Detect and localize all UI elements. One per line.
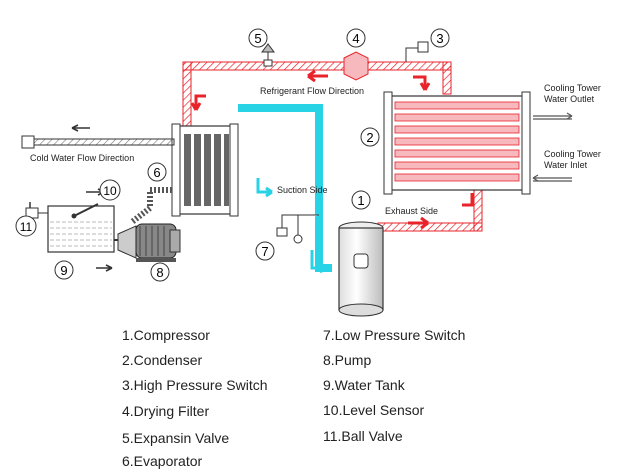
pump: [117, 223, 181, 262]
tower-outlet-label-2: Water Outlet: [544, 94, 595, 104]
diagram-labels: Refrigerant Flow Direction Cold Water Fl…: [30, 83, 601, 216]
legend-item: 9.Water Tank: [323, 377, 405, 393]
water-tank: [47, 188, 115, 253]
compressor: [338, 221, 384, 317]
legend-item: 4.Drying Filter: [122, 403, 210, 419]
pump-supply-pipe: [130, 187, 172, 225]
refrigerant-flow-label: Refrigerant Flow Direction: [260, 86, 364, 96]
callout-2: 2: [360, 127, 380, 147]
callout-1: 1: [351, 190, 371, 210]
svg-text:1: 1: [357, 193, 364, 208]
high-pressure-switch: [405, 41, 429, 62]
legend-item: 5.Expansin Valve: [122, 430, 230, 446]
expansion-valve: [261, 43, 275, 67]
callout-6: 6: [147, 162, 167, 182]
tower-inlet-label-2: Water Inlet: [544, 160, 588, 170]
legend-item: 2.Condenser: [122, 352, 203, 368]
legend-item: 8.Pump: [323, 352, 372, 368]
exhaust-side-label: Exhaust Side: [385, 206, 438, 216]
svg-text:3: 3: [436, 31, 443, 46]
legend-item: 3.High Pressure Switch: [122, 377, 268, 393]
callout-4: 4: [346, 28, 366, 48]
legend-item: 11.Ball Valve: [323, 428, 403, 444]
ball-valve: [25, 202, 48, 219]
suction-arrows: [256, 178, 327, 274]
callout-9: 9: [54, 260, 74, 280]
suction-side-label: Suction Side: [277, 185, 328, 195]
refrigerant-flow-arrows: [190, 69, 474, 230]
svg-text:4: 4: [352, 31, 359, 46]
legend-item: 1.Compressor: [122, 327, 210, 343]
svg-text:11: 11: [20, 220, 33, 234]
legend-item: 6.Evaporator: [122, 453, 203, 469]
low-pressure-switch: [276, 214, 319, 244]
svg-text:2: 2: [366, 130, 373, 145]
cold-water-flow-label: Cold Water Flow Direction: [30, 153, 134, 163]
evaporator: [171, 123, 239, 217]
cold-water-pipe: [21, 124, 175, 149]
callout-10: 10: [99, 179, 121, 201]
tower-outlet-label-1: Cooling Tower: [544, 83, 601, 93]
drying-filter: [343, 51, 369, 81]
svg-text:5: 5: [254, 31, 261, 46]
svg-text:9: 9: [60, 263, 67, 278]
tower-inlet-label-1: Cooling Tower: [544, 149, 601, 159]
cooling-tower-arrows: [532, 112, 573, 182]
callout-8: 8: [150, 262, 170, 282]
svg-text:10: 10: [103, 184, 117, 198]
svg-text:7: 7: [261, 244, 268, 259]
callouts: 5 4 3 2 6 1 10 11 9 8 7: [15, 28, 450, 282]
legend-item: 10.Level Sensor: [323, 402, 425, 418]
svg-text:6: 6: [153, 165, 160, 180]
callout-11: 11: [15, 215, 37, 237]
callout-7: 7: [255, 241, 275, 261]
svg-text:8: 8: [156, 265, 163, 280]
water-return-arrow: [96, 264, 113, 272]
condenser: [383, 91, 531, 195]
callout-5: 5: [248, 28, 268, 48]
legend-item: 7.Low Pressure Switch: [323, 327, 466, 343]
callout-3: 3: [430, 28, 450, 48]
